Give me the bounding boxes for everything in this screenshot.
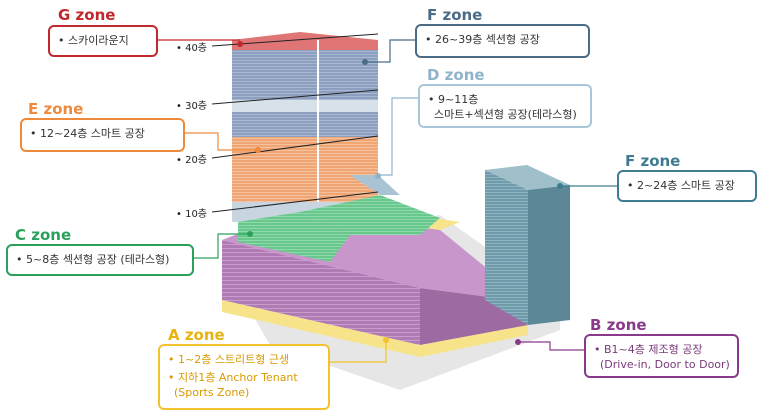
tower-f-mid bbox=[232, 112, 378, 137]
f-top-zone-title: F zone bbox=[427, 6, 483, 24]
level-line-10 bbox=[211, 191, 379, 213]
f-right-zone-line-1: • 2~24층 스마트 공장 bbox=[627, 179, 735, 192]
leader-b-dot bbox=[515, 339, 521, 345]
f-right-zone-box: • 2~24층 스마트 공장 bbox=[617, 170, 757, 202]
leader-a-dot bbox=[383, 337, 389, 343]
tower-e-zone bbox=[232, 137, 378, 202]
leader-g-dot bbox=[237, 41, 243, 47]
floor-label-40: • 40층 bbox=[176, 43, 208, 54]
terrace-d-steps bbox=[350, 175, 400, 195]
leader-c bbox=[194, 233, 250, 259]
a-zone-line-1: • 1~2층 스트리트형 근생 bbox=[168, 353, 290, 366]
a-zone-line-2: • 지하1층 Anchor Tenant bbox=[168, 371, 298, 384]
g-zone-box: • 스카이라운지 bbox=[48, 25, 158, 57]
terrace-c bbox=[238, 212, 350, 262]
floor-label-10: • 10층 bbox=[176, 209, 208, 220]
g-zone-line-1: • 스카이라운지 bbox=[58, 34, 129, 47]
floor-label-30: • 30층 bbox=[176, 101, 208, 112]
podium-base bbox=[222, 300, 528, 357]
d-zone-title: D zone bbox=[427, 66, 485, 84]
right-tower-front bbox=[485, 170, 528, 325]
c-zone-box: • 5~8층 섹션형 공장 (테라스형) bbox=[6, 244, 194, 276]
f-top-zone-line-1: • 26~39층 섹션형 공장 bbox=[425, 33, 540, 46]
tower-d-band bbox=[232, 100, 378, 112]
right-tower-top bbox=[485, 165, 570, 190]
a-zone-line-3: (Sports Zone) bbox=[174, 386, 250, 399]
leader-f-right-dot bbox=[557, 183, 563, 189]
f-right-zone-title: F zone bbox=[625, 152, 681, 170]
leader-a bbox=[330, 340, 387, 363]
floor-label-20: • 20층 bbox=[176, 155, 208, 166]
leader-d-dot bbox=[375, 173, 381, 179]
c-zone-title: C zone bbox=[15, 226, 72, 244]
tower-top-roof bbox=[232, 32, 378, 50]
d-zone-box: • 9~11층 스마트+섹션형 공장(테라스형) bbox=[418, 84, 592, 128]
d-zone-line-2: 스마트+섹션형 공장(테라스형) bbox=[434, 108, 577, 121]
level-line-30 bbox=[211, 89, 379, 105]
b-zone-title: B zone bbox=[590, 316, 647, 334]
leader-e bbox=[185, 132, 258, 151]
leader-e-dot bbox=[255, 147, 261, 153]
leader-b bbox=[518, 341, 584, 351]
leader-f-top-dot bbox=[362, 59, 368, 65]
f-top-zone-box: • 26~39층 섹션형 공장 bbox=[415, 24, 590, 58]
level-line-20 bbox=[211, 135, 379, 159]
podium-front bbox=[222, 240, 420, 345]
b-zone-box: • B1~4층 제조형 공장 (Drive-in, Door to Door) bbox=[584, 334, 739, 378]
e-zone-box: • 12~24층 스마트 공장 bbox=[20, 118, 185, 152]
b-zone-line-1: • B1~4층 제조형 공장 bbox=[594, 343, 703, 356]
leader-f-top bbox=[365, 39, 415, 63]
leader-d bbox=[378, 97, 418, 176]
d-zone-line-1: • 9~11층 bbox=[428, 93, 479, 106]
right-tower-side bbox=[528, 185, 570, 325]
terrace-c-steps bbox=[300, 195, 440, 235]
a-zone-box: • 1~2층 스트리트형 근생 • 지하1층 Anchor Tenant (Sp… bbox=[158, 344, 330, 410]
a-zone-title: A zone bbox=[168, 326, 225, 344]
g-zone-title: G zone bbox=[58, 6, 116, 24]
b-zone-line-2: (Drive-in, Door to Door) bbox=[600, 358, 730, 371]
c-zone-line-1: • 5~8층 섹션형 공장 (테라스형) bbox=[16, 253, 170, 266]
e-zone-line-1: • 12~24층 스마트 공장 bbox=[30, 127, 145, 140]
e-zone-title: E zone bbox=[28, 100, 84, 118]
leader-c-dot bbox=[247, 231, 253, 237]
